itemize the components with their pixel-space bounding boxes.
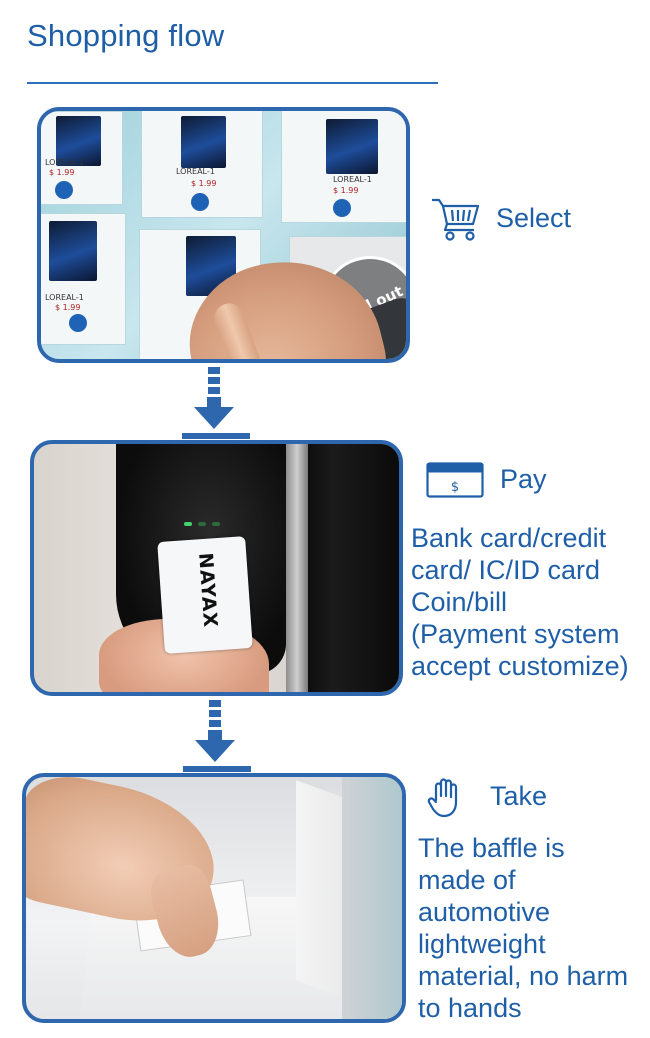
page-title: Shopping flow xyxy=(27,18,225,53)
payment-card-icon: $ xyxy=(426,462,484,498)
shopping-cart-icon xyxy=(432,198,480,241)
payment-card: NAYAX xyxy=(157,536,253,654)
reader-led xyxy=(212,522,220,526)
product-price: $ 1.99 xyxy=(333,186,359,195)
step-label-take: Take xyxy=(490,781,548,811)
step-label-pay: Pay xyxy=(500,464,547,494)
product-image xyxy=(56,116,101,166)
machine-pole xyxy=(286,444,308,692)
take-description: The baffle is made of automotive lightwe… xyxy=(418,833,629,1023)
card-brand: NAYAX xyxy=(194,552,222,629)
product-image xyxy=(326,119,378,174)
product-price: $ 1.99 xyxy=(49,168,75,177)
step-connector xyxy=(182,433,250,439)
step-label-select: Select xyxy=(496,203,572,233)
down-arrow-icon xyxy=(195,700,235,762)
product-image xyxy=(181,116,226,168)
select-photo: LOREAL-1 $ 1.99 LOREAL-1 $ 1.99 LOREAL-1… xyxy=(37,107,410,363)
product-name: LOREAL-1 xyxy=(45,293,84,302)
add-to-cart-button xyxy=(55,181,73,199)
svg-text:$: $ xyxy=(451,480,459,495)
down-arrow-icon xyxy=(194,367,234,429)
pay-photo: NAYAX xyxy=(30,440,403,696)
add-to-cart-button xyxy=(69,314,87,332)
reader-led xyxy=(198,522,206,526)
machine-edge xyxy=(342,777,402,1019)
title-divider xyxy=(27,82,438,84)
pay-description: Bank card/credit card/ IC/ID card Coin/b… xyxy=(411,523,629,681)
step-connector xyxy=(183,766,251,772)
product-name: LOREAL-1 xyxy=(333,175,372,184)
add-to-cart-button xyxy=(191,193,209,211)
reader-led xyxy=(184,522,192,526)
product-name: LOREAL-1 xyxy=(176,167,215,176)
product-price: $ 1.99 xyxy=(191,179,217,188)
product-image xyxy=(49,221,97,281)
take-photo xyxy=(22,773,406,1023)
add-to-cart-button xyxy=(333,199,351,217)
product-name: LOREAL-1 xyxy=(45,158,84,167)
hand-icon xyxy=(427,778,458,818)
product-price: $ 1.99 xyxy=(55,303,81,312)
